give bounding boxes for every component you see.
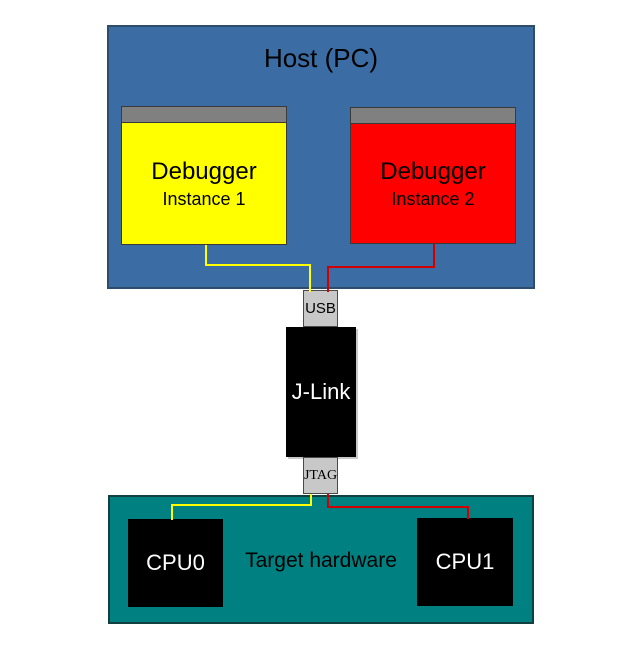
target-hardware-label: Target hardware [245,549,397,572]
jtag-label: JTAG [303,467,338,483]
usb-connector: USB [303,290,338,327]
cable-debugger2-usb-seg3 [327,266,329,292]
debugger2-instance: Instance 2 [391,188,475,209]
host-pc-title: Host (PC) [263,43,379,73]
debugger2-titlebar [351,108,515,124]
debugger2-name: Debugger [380,157,486,185]
debugger1-name: Debugger [151,157,257,185]
cpu1-box: CPU1 [417,518,513,606]
debugger2-body: Debugger Instance 2 [351,124,515,243]
cable-debugger1-usb-seg3 [309,264,311,292]
cable-jtag-cpu1-seg1 [327,494,329,508]
cable-debugger1-usb-seg1 [205,245,207,266]
cable-jtag-cpu0-seg3 [171,504,173,520]
debugger1-instance: Instance 1 [162,188,246,209]
cable-debugger2-usb-seg2 [327,266,435,268]
debugger1-body: Debugger Instance 1 [122,123,286,244]
jlink-box: J-Link [286,327,356,457]
cpu0-label: CPU0 [146,550,205,575]
debugger1-window: Debugger Instance 1 [121,106,287,245]
cable-jtag-cpu1-seg3 [467,506,469,519]
cable-jtag-cpu0-seg2 [171,504,312,506]
usb-label: USB [305,300,336,317]
cable-jtag-cpu0-seg1 [310,494,312,506]
cpu0-box: CPU0 [128,519,223,607]
cable-jtag-cpu1-seg2 [327,506,469,508]
jlink-label: J-Link [291,379,351,404]
cable-debugger2-usb-seg1 [433,244,435,268]
cpu1-label: CPU1 [435,549,495,574]
jtag-connector: JTAG [303,457,338,494]
debugger2-window: Debugger Instance 2 [350,107,516,244]
cable-debugger1-usb-seg2 [205,264,311,266]
debugger1-titlebar [122,107,286,123]
